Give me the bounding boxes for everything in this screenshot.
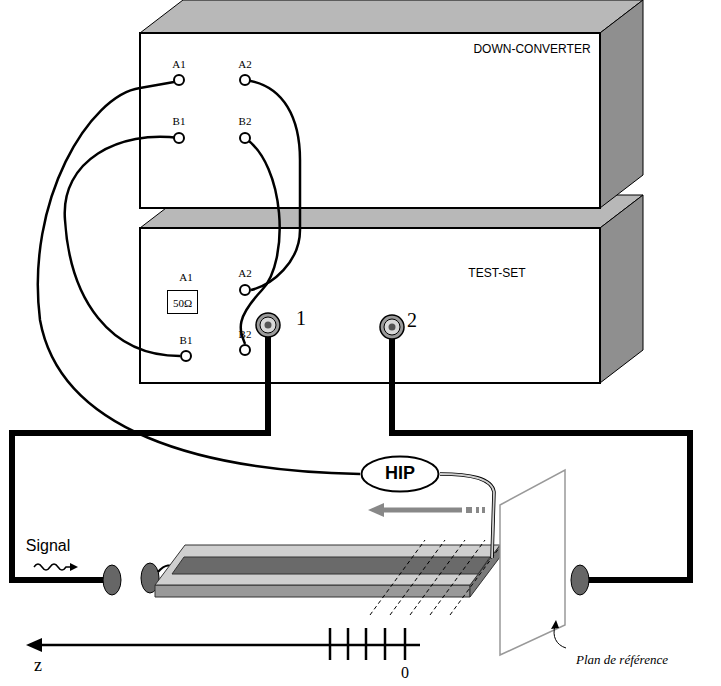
cable xyxy=(65,137,180,356)
port-number: 1 xyxy=(296,307,306,329)
load-label: 50Ω xyxy=(173,297,192,309)
dashed-line xyxy=(390,540,445,615)
sma-connector xyxy=(103,565,121,595)
box-title: DOWN-CONVERTER xyxy=(473,43,590,56)
microstrip-line xyxy=(172,557,490,574)
dashed-line xyxy=(410,540,465,615)
port-connector xyxy=(260,317,276,333)
port-connector xyxy=(384,319,400,335)
box-side-face xyxy=(600,0,643,208)
tick-mark xyxy=(384,628,387,660)
port-circle xyxy=(240,75,250,85)
instrument-box: TEST-SET A1 A2B1 B2 1 2 50Ω xyxy=(140,228,600,383)
port-circle xyxy=(240,133,250,143)
arrow-head xyxy=(70,563,78,571)
sma-connector xyxy=(571,565,589,595)
dashed-line xyxy=(450,540,505,615)
port-label: A2 xyxy=(238,267,251,279)
substrate-top xyxy=(155,545,500,585)
motion-arrow xyxy=(476,507,479,513)
port-label: A1 xyxy=(172,58,185,70)
motion-arrow xyxy=(382,508,462,513)
reference-plane-label: Plan de référence xyxy=(576,653,668,667)
tick-mark xyxy=(329,628,332,660)
coax-cable xyxy=(12,337,268,580)
port-label: A1 xyxy=(179,271,192,283)
signal-wave xyxy=(34,564,72,570)
probe-label: HIP xyxy=(385,464,415,484)
port-connector xyxy=(265,322,272,329)
port-circle xyxy=(174,133,184,143)
axis-label: z xyxy=(34,656,42,676)
arrow-head xyxy=(551,620,559,629)
ellipse-outline xyxy=(362,457,439,492)
signal-label: Signal xyxy=(26,537,70,555)
port-circle xyxy=(181,351,191,361)
probe-ellipse: HIP xyxy=(360,455,440,493)
port-label: A2 xyxy=(238,58,251,70)
port-connector xyxy=(380,315,404,339)
probe-cable xyxy=(38,88,360,474)
instrument-box: DOWN-CONVERTER A1 A2B1 B2 xyxy=(140,33,600,208)
z-axis xyxy=(40,644,420,647)
cable xyxy=(140,82,174,88)
port-number: 2 xyxy=(407,309,417,331)
box-front-face xyxy=(140,33,600,208)
substrate-side xyxy=(155,585,470,597)
port-label: B1 xyxy=(173,115,186,127)
load-box: 50Ω xyxy=(167,290,198,314)
motion-arrow xyxy=(466,507,472,513)
probe xyxy=(440,474,494,558)
port-label: B2 xyxy=(239,115,252,127)
motion-arrow xyxy=(482,507,485,513)
arrow-head xyxy=(26,638,42,652)
reference-plane xyxy=(500,470,565,655)
probe xyxy=(440,474,494,558)
tick-mark xyxy=(404,628,407,660)
box-front-face xyxy=(140,228,600,383)
box-title: TEST-SET xyxy=(468,267,525,280)
port-circle xyxy=(240,345,250,355)
port-circle xyxy=(240,285,250,295)
dashed-line xyxy=(430,540,485,615)
box-top-face xyxy=(140,0,643,33)
port-connector xyxy=(256,313,280,337)
dashed-line xyxy=(370,540,425,615)
port-circle xyxy=(174,75,184,85)
port-label: B1 xyxy=(180,334,193,346)
port-connector xyxy=(389,324,396,331)
tick-mark xyxy=(347,628,350,660)
port-label: B2 xyxy=(239,328,252,340)
box-side-face xyxy=(600,195,643,383)
cable xyxy=(241,138,280,344)
motion-arrow xyxy=(368,503,384,517)
cable xyxy=(245,80,300,290)
axis-origin: 0 xyxy=(401,664,409,682)
leader-arrow xyxy=(554,626,566,648)
tick-mark xyxy=(365,628,368,660)
